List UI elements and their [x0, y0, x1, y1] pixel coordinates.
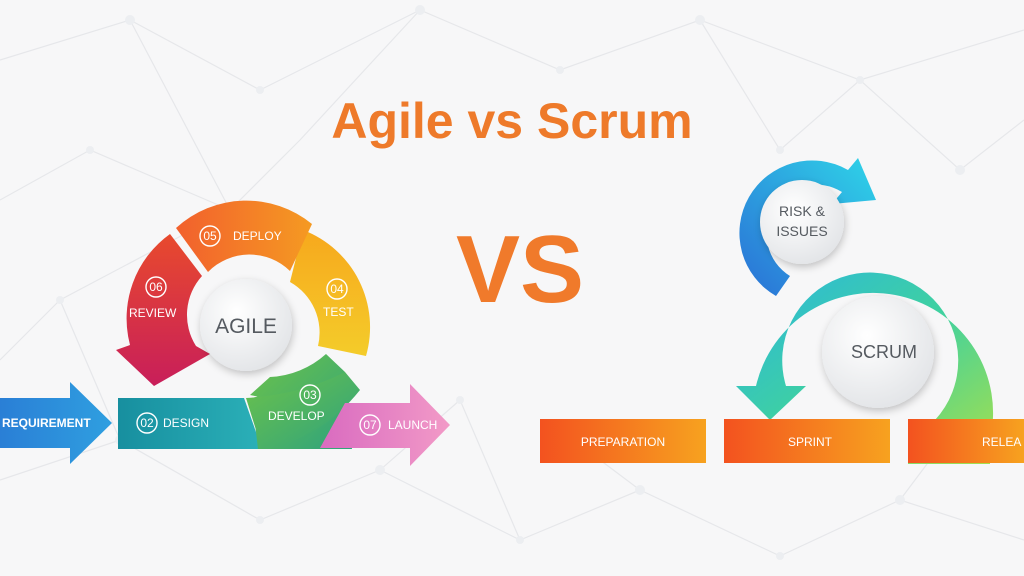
develop-number-badge — [299, 384, 321, 406]
launch-arrow — [320, 384, 450, 466]
release-bar — [908, 419, 1024, 463]
review-number-badge — [145, 276, 167, 298]
launch-number-badge — [359, 414, 381, 436]
risk-label-line1: RISK & — [779, 203, 826, 219]
test-number-badge — [326, 278, 348, 300]
agile-hub-label: AGILE — [215, 315, 277, 338]
requirement-arrow — [0, 382, 112, 464]
deploy-number: 05 — [203, 229, 217, 243]
vs-label: VS — [455, 216, 585, 323]
design-label: DESIGN — [163, 416, 209, 430]
release-label: RELEA — [982, 435, 1021, 449]
preparation-bar — [540, 419, 706, 463]
page-title: Agile vs Scrum — [331, 93, 693, 149]
deploy-label: DEPLOY — [233, 229, 282, 243]
design-number: 02 — [140, 416, 154, 430]
deploy-segment — [176, 200, 312, 272]
review-number: 06 — [149, 280, 163, 294]
design-number-badge — [136, 412, 158, 434]
requirement-label: REQUIREMENT — [2, 416, 91, 430]
develop-shape — [246, 372, 360, 449]
risk-hub — [760, 180, 844, 264]
launch-label: LAUNCH — [388, 418, 437, 432]
launch-number: 07 — [363, 418, 377, 432]
scrum-hub-label: SCRUM — [851, 342, 917, 362]
sprint-bar — [724, 419, 890, 463]
sprint-label: SPRINT — [788, 435, 833, 449]
test-number: 04 — [330, 282, 344, 296]
scrum-hub — [822, 296, 934, 408]
test-label: TEST — [323, 305, 354, 319]
preparation-label: PREPARATION — [581, 435, 665, 449]
develop-number: 03 — [303, 388, 317, 402]
test-segment — [290, 230, 371, 356]
develop-label: DEVELOP — [268, 409, 325, 423]
agile-diagram: REQUIREMENT 02 DESIGN 03 DEVELOP 04 TEST… — [0, 200, 450, 466]
design-segment — [118, 398, 262, 449]
risk-label-line2: ISSUES — [776, 223, 827, 239]
scrum-diagram: RISK & ISSUES PREPARATION SPRINT RELEA S… — [540, 158, 1024, 464]
agile-hub — [200, 279, 292, 371]
review-segment — [116, 234, 210, 386]
review-label: REVIEW — [129, 306, 177, 320]
deploy-number-badge — [199, 225, 221, 247]
